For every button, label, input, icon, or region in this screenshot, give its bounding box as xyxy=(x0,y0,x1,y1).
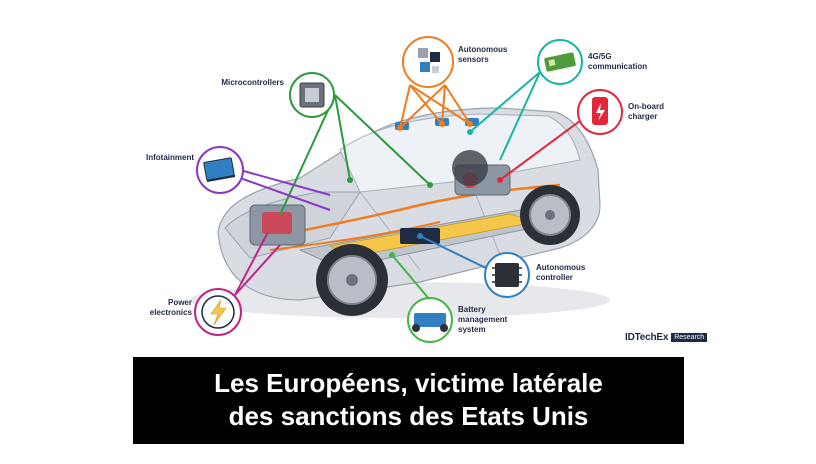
connectors-communication xyxy=(469,71,541,161)
controller-chip-icon xyxy=(484,252,530,298)
charger-battery-icon xyxy=(577,89,623,135)
banner-line-1: Les Européens, victime latérale xyxy=(214,368,603,398)
microchip-icon xyxy=(289,72,335,118)
sensor-cube-icon xyxy=(402,36,454,88)
connectors-charger xyxy=(499,114,589,181)
connectors-autonomous-controller xyxy=(419,235,491,271)
connectors-infotainment xyxy=(239,169,331,211)
connector-dots xyxy=(347,121,503,258)
label-infotainment: Infotainment xyxy=(146,153,194,162)
car-illustration xyxy=(190,107,610,318)
label-autonomous-controller: Autonomous controller xyxy=(536,263,586,282)
label-charger: On-board charger xyxy=(628,102,664,121)
label-battery-management: Battery management system xyxy=(458,305,508,334)
banner-line-2: des sanctions des Etats Unis xyxy=(228,401,589,431)
label-autonomous-sensors: Autonomous sensors xyxy=(458,45,508,64)
battery-chassis-icon xyxy=(407,297,453,343)
connectors-autonomous-sensors xyxy=(399,84,471,129)
label-microcontrollers: Microcontrollers xyxy=(221,78,284,87)
brand-logo: IDTechEx Research xyxy=(625,330,708,344)
infotainment-screen-icon xyxy=(196,146,244,194)
label-communication: 4G/5G communication xyxy=(588,52,648,71)
communication-module-icon xyxy=(537,39,583,85)
connectors-battery-management xyxy=(391,254,431,301)
connectors-power-electronics xyxy=(234,231,281,296)
label-power-electronics: Power electronics xyxy=(149,298,192,317)
title-banner: Les Européens, victime latérale des sanc… xyxy=(133,357,684,444)
brand-tag: Research xyxy=(671,332,708,342)
brand-name: IDTechEx xyxy=(625,331,669,343)
lightning-icon xyxy=(194,288,242,336)
